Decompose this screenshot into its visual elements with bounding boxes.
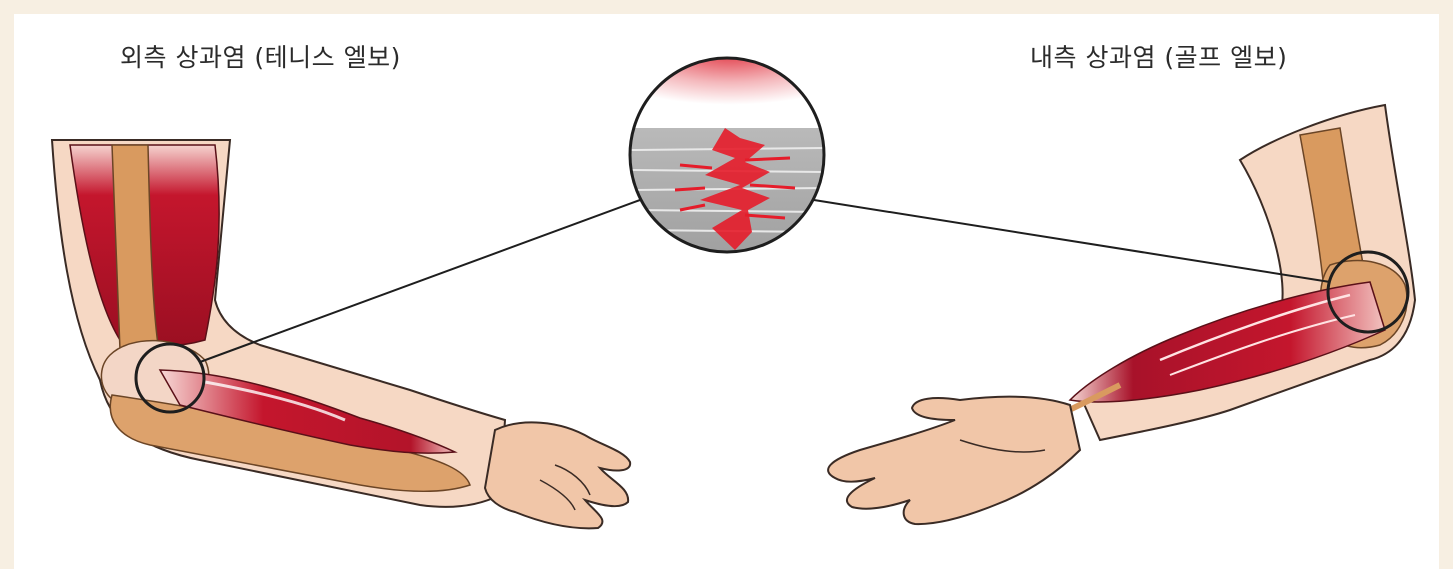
left-connector-line [200,200,640,362]
tendon-tear-magnified-icon [620,50,840,270]
left-arm-illustration [52,140,630,528]
right-connector-line [814,200,1330,282]
right-arm-illustration [828,105,1415,524]
